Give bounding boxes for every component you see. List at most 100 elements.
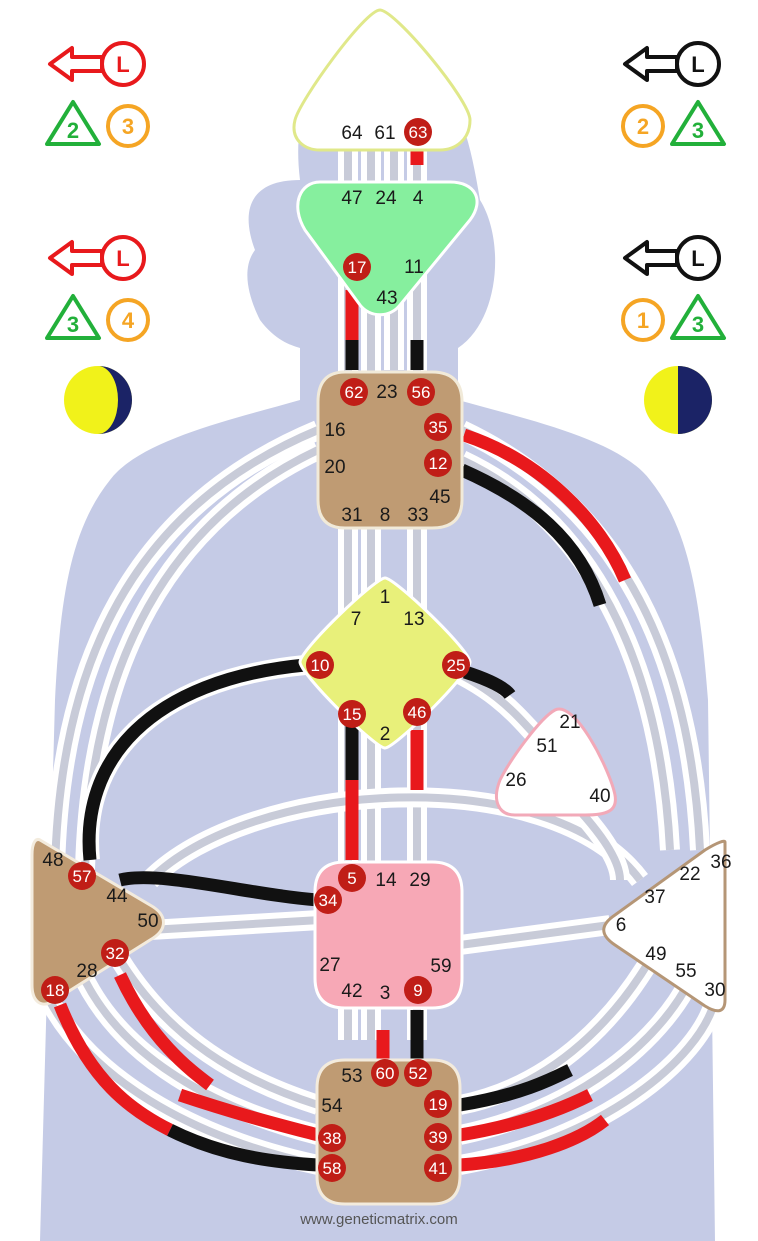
- gate-57-label: 57: [73, 867, 92, 886]
- var-left-mid-arrow-circle: [100, 235, 146, 281]
- var-left-top-triangle-label: 2: [67, 118, 79, 143]
- gate-56-label: 56: [412, 383, 431, 402]
- credit-text: www.geneticmatrix.com: [300, 1211, 458, 1228]
- gate-62: 62: [340, 378, 368, 406]
- gate-21: 21: [559, 712, 580, 733]
- active-channel-14: [114, 972, 214, 1091]
- gate-59: 59: [430, 956, 451, 977]
- gate-54-label: 54: [321, 1096, 343, 1117]
- var-left-top-triangle: 2: [45, 100, 101, 146]
- gate-51: 51: [536, 736, 557, 757]
- gate-10: 10: [306, 651, 334, 679]
- gate-35-label: 35: [429, 418, 448, 437]
- gate-52-marker: [404, 1059, 432, 1087]
- gate-41-label: 41: [429, 1159, 448, 1178]
- gate-19-marker: [424, 1090, 452, 1118]
- gate-3: 3: [380, 983, 391, 1004]
- gate-64-label: 64: [341, 123, 363, 144]
- var-left-top-arrow-circle: [100, 41, 146, 87]
- var-right-mid-circle: 1: [621, 298, 665, 342]
- var-right-mid-arrow-arrow-icon: [623, 240, 679, 276]
- gate-40-label: 40: [589, 786, 610, 807]
- gate-32-label: 32: [106, 944, 125, 963]
- gate-18-label: 18: [46, 981, 65, 1000]
- active-channel-18: [458, 1064, 573, 1112]
- var-left-top-arrow: L: [48, 41, 146, 87]
- active-channel-5: [459, 464, 607, 607]
- var-right-mid-circle-circle-icon: [621, 298, 665, 342]
- gate-11-label: 11: [404, 257, 424, 278]
- gate-63-marker: [404, 118, 432, 146]
- gate-37: 37: [644, 887, 665, 908]
- gate-30-label: 30: [704, 980, 725, 1001]
- gate-60: 60: [371, 1059, 399, 1087]
- active-channel-4: [461, 428, 631, 583]
- var-right-top-circle-circle-icon: [621, 104, 665, 148]
- gate-2-label: 2: [380, 724, 391, 745]
- gate-29: 29: [409, 870, 430, 891]
- gate-42: 42: [341, 981, 362, 1002]
- ajna-center: [296, 180, 479, 317]
- gate-15-marker: [338, 700, 366, 728]
- ego-center: [495, 707, 617, 817]
- gate-41-marker: [424, 1154, 452, 1182]
- gate-23: 23: [376, 382, 397, 403]
- gate-24: 24: [375, 188, 397, 209]
- gate-8: 8: [380, 505, 391, 526]
- gate-20: 20: [324, 457, 345, 478]
- gate-27-label: 27: [319, 955, 340, 976]
- gate-10-marker: [306, 651, 334, 679]
- gate-43-label: 43: [376, 288, 397, 309]
- gate-26: 26: [505, 770, 526, 791]
- gate-8-label: 8: [380, 505, 391, 526]
- gate-51-label: 51: [536, 736, 557, 757]
- gate-34-marker: [314, 886, 342, 914]
- gate-28: 28: [76, 961, 97, 982]
- gate-33-label: 33: [407, 505, 428, 526]
- throat-center: [316, 370, 464, 530]
- var-right-mid-triangle-label: 3: [692, 312, 704, 337]
- gate-47: 47: [341, 188, 362, 209]
- solar-plexus-center: [602, 839, 727, 1013]
- gate-63-label: 63: [409, 123, 428, 142]
- gate-14-label: 14: [375, 870, 397, 891]
- active-channel-19: [458, 1089, 593, 1142]
- gate-2: 2: [380, 724, 391, 745]
- gate-50: 50: [137, 911, 158, 932]
- gate-53-label: 53: [341, 1066, 362, 1087]
- gate-43: 43: [376, 288, 397, 309]
- var-left-top-circle-label: 3: [122, 114, 134, 139]
- gate-46-marker: [403, 698, 431, 726]
- gate-55-label: 55: [675, 961, 696, 982]
- gate-13-label: 13: [403, 609, 424, 630]
- gate-7: 7: [351, 609, 362, 630]
- gate-61-label: 61: [374, 123, 395, 144]
- channel-inner-4: [51, 426, 320, 871]
- gate-19: 19: [424, 1090, 452, 1118]
- active-channel-20: [459, 1114, 610, 1172]
- sacral-center: [313, 860, 464, 1010]
- gate-9-marker: [404, 976, 432, 1004]
- gate-39-label: 39: [429, 1128, 448, 1147]
- gate-45-label: 45: [429, 487, 450, 508]
- var-right-top-circle: 2: [621, 104, 665, 148]
- gate-49: 49: [645, 944, 666, 965]
- gate-30: 30: [704, 980, 725, 1001]
- var-right-top-triangle: 3: [670, 100, 726, 146]
- gate-29-label: 29: [409, 870, 430, 891]
- gate-28-label: 28: [76, 961, 97, 982]
- gate-58: 58: [318, 1154, 346, 1182]
- activated-channels: [53, 150, 631, 1172]
- gate-31: 31: [341, 505, 362, 526]
- var-left-mid-arrow-label: L: [116, 246, 129, 271]
- gate-58-label: 58: [323, 1159, 342, 1178]
- gate-15: 15: [338, 700, 366, 728]
- gate-36: 36: [710, 852, 731, 873]
- var-left-mid-arrow: L: [48, 235, 146, 281]
- gate-27: 27: [319, 955, 340, 976]
- gate-12: 12: [424, 449, 452, 477]
- var-left-mid-circle-circle-icon: [106, 298, 150, 342]
- moon-right-icon: [644, 366, 712, 434]
- gate-37-label: 37: [644, 887, 665, 908]
